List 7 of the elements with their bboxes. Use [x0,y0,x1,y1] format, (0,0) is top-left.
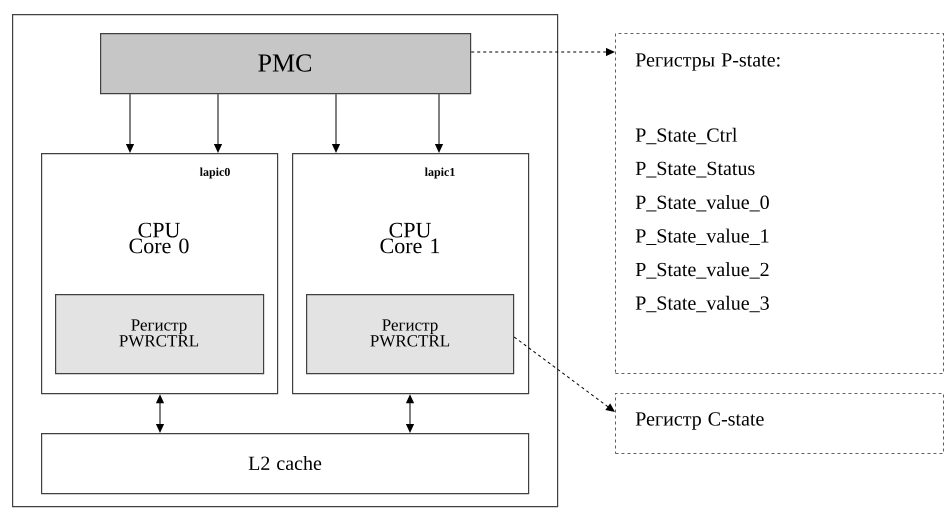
controller-box: PMC [100,33,472,94]
register-box: Регистр PWRCTRL [306,294,514,374]
register-box: Регистр C-state [615,393,944,454]
register-list-box: Регистры P-state: P_State_Ctrl P_State_Status P_State_value_0 P_State_value_1 P_State_value_2 P_State_value_3 [615,33,944,374]
arrow [514,336,615,412]
cache-box: L2 cache [41,433,530,494]
register-box: Регистр PWRCTRL [55,294,264,374]
